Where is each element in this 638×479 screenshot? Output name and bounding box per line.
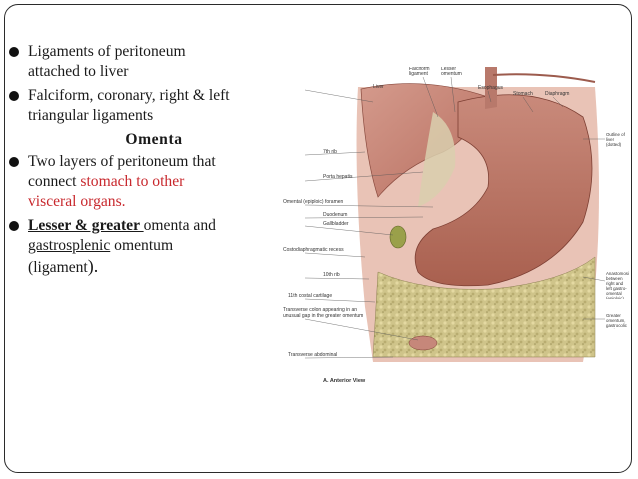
stomach-shape [414,94,593,287]
bullet-text-fragment: omentum [110,237,174,254]
lesser-omentum-shape [418,112,456,207]
omenta-heading: Omenta [125,131,183,148]
anatomy-illustration: Liver 7th rib Porta hepatis Omental (epi… [283,57,629,398]
transverse-colon-shape [408,335,438,351]
label-greater-omentum: Greater omentum, gastrocolic portion [606,313,627,329]
bullet-text-line: Two layers of peritoneum that [28,153,216,170]
bullet-text-fragment: ). [87,256,99,276]
highlight-text: stomach to other [80,173,185,190]
figure-caption: A. Anterior View [323,378,366,384]
label-lesser-omentum: Lesser omentum [441,67,462,77]
label-gallbladder: Gallbladder [323,221,349,227]
label-esophagus: Esophagus [478,85,504,91]
greater-omentum-shape [372,256,596,358]
bullet-dot-icon [9,91,19,101]
bullet-dot-icon [9,221,19,231]
label-liver: Liver [373,84,384,90]
bullet-item-ligaments: Ligaments of peritoneum attached to live… [8,42,280,82]
bullet-text-fragment: (ligament [28,259,88,276]
label-11th-costal-cartilage: 11th costal cartilage [288,293,332,299]
label-7th-rib: 7th rib [323,149,337,155]
label-stomach: Stomach [513,91,533,97]
label-costodiaphragmatic-recess: Costodiaphragmatic recess [283,247,344,253]
label-omental-foramen: Omental (epiploic) foramen [283,199,344,205]
bullet-text-line: Falciform, coronary, right & left [28,87,230,104]
highlight-text: visceral organs. [28,193,126,210]
esophagus-shape [485,67,497,109]
gallbladder-shape [389,225,407,249]
bullet-text-line: Ligaments of peritoneum [28,43,186,60]
bullet-item-omenta-types: Lesser & greater omenta and gastrospleni… [8,216,280,278]
bullet-text-fragment: omenta and [143,217,216,234]
label-diaphragm: Diaphragm [545,91,569,97]
bullet-text-line: gastrosplenic omentum [28,236,280,256]
label-transverse-abdominal: Transverse abdominal [288,352,337,358]
label-10th-rib: 10th rib [323,272,340,278]
label-falciform-ligament: Falciform ligament [409,67,430,77]
underlined-text: gastrosplenic [28,237,111,254]
bullet-list: Ligaments of peritoneum attached to live… [8,42,280,282]
bullet-text-line: connect stomach to other [28,172,280,192]
label-transverse-colon: Transverse colon appearing in an unusual… [283,307,364,319]
label-porta-hepatis: Porta hepatis [323,174,353,180]
diaphragm-line [492,73,596,83]
stomach-omentum-drawing: Liver 7th rib Porta hepatis Omental (epi… [283,67,629,384]
label-outline-liver: Outline of liver (dotted) [606,132,625,147]
bullet-dot-icon [9,47,19,57]
label-duodenum: Duodenum [323,212,347,218]
underlined-bold-text: Lesser & greater [28,217,144,234]
bullet-item-two-layers: Two layers of peritoneum that connect st… [8,152,280,212]
bullet-text-line: Lesser & greater omenta and [28,216,280,236]
bullet-text-line: triangular ligaments [28,107,154,124]
bullet-text-line: (ligament). [28,256,280,278]
bullet-dot-icon [9,157,19,167]
bullet-item-falciform: Falciform, coronary, right & left triang… [8,86,280,126]
bullet-text-fragment: connect [28,173,81,190]
bullet-text-line: attached to liver [28,63,129,80]
label-anastomosis: Anastomosis between right and left gastr… [606,271,629,299]
